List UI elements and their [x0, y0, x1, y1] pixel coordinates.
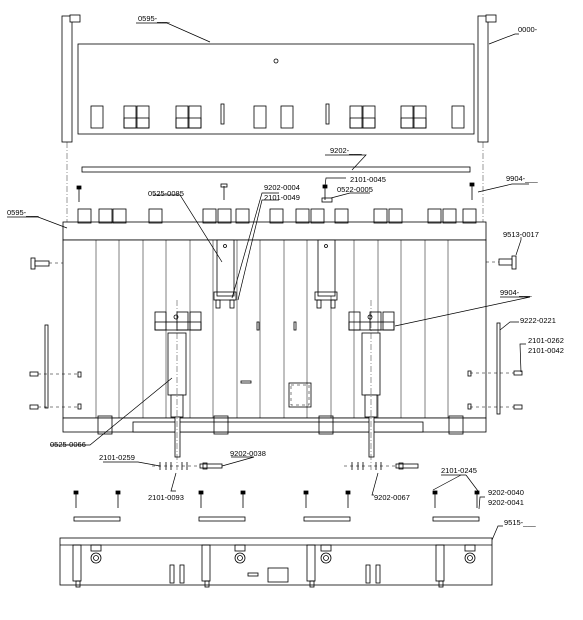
bracket-left-upper [213, 239, 237, 309]
washer-stack-right [344, 462, 419, 470]
label-9202-0038: 9202-0038 [230, 449, 266, 458]
top-panel [77, 43, 475, 135]
frame-post-left [61, 14, 81, 143]
label-2101-0042: 2101-0042 [528, 346, 564, 355]
label-2101-0049: 2101-0049 [264, 193, 300, 202]
rod-top [81, 166, 471, 173]
label-0525-0085: 0525-0085 [148, 189, 184, 198]
base-frame [59, 537, 493, 588]
label-2101-0093: 2101-0093 [148, 493, 184, 502]
label-screw-mid: 9904-___ [500, 288, 533, 297]
label-0522-0005: 0522-0005 [337, 185, 373, 194]
side-screws [29, 370, 523, 410]
label-2101-0262: 2101-0262 [528, 336, 564, 345]
label-rod-right: 9222-0221 [520, 316, 556, 325]
label-2101-0045: 2101-0045 [350, 175, 386, 184]
label-9202-0041: 9202-0041 [488, 498, 524, 507]
leader-lines [7, 22, 531, 541]
knob-right [486, 255, 517, 270]
label-screw-right: 9904-___ [506, 174, 539, 183]
label-cabinet-left: 0595-___ [7, 208, 40, 217]
label-2101-0245: 2101-0245 [441, 466, 477, 475]
label-9202-0067: 9202-0067 [374, 493, 410, 502]
label-knob-right: 9513-0017 [503, 230, 539, 239]
knob-left [30, 257, 63, 270]
frame-post-right [477, 14, 497, 143]
label-2101-0259: 2101-0259 [99, 453, 135, 462]
label-0525-0066: 0525-0066 [50, 440, 86, 449]
cabinet-body [62, 208, 487, 435]
rod-left [44, 324, 49, 409]
label-base: 9515-___ [504, 518, 537, 527]
label-rod-top: 9202-___ [330, 146, 363, 155]
label-9202-0004: 9202-0004 [264, 183, 300, 192]
label-top-panel: 0595-___ [138, 14, 171, 23]
cylinder-left [154, 300, 202, 470]
rod-right [496, 322, 501, 415]
label-frame-post: 0000- [518, 25, 538, 34]
part-labels: 0595-___ 0000- 9202-___ 9904-___ 2101-00… [7, 14, 564, 527]
washer-stack-left [152, 462, 223, 470]
label-9202-0040: 9202-0040 [488, 488, 524, 497]
cylinder-right [348, 300, 395, 470]
rod-pairs [73, 490, 480, 522]
bracket-right-upper [314, 239, 338, 309]
